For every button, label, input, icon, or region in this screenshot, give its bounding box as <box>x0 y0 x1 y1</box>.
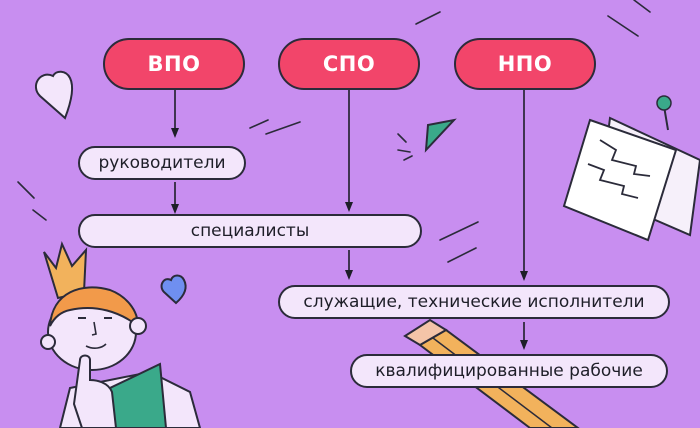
role-workers: квалифицированные рабочие <box>350 354 668 388</box>
pin-icon <box>656 95 672 131</box>
level-vpo: ВПО <box>103 38 245 90</box>
role-specialists: специалисты <box>78 214 422 248</box>
role-employees: служащие, технические исполнители <box>278 285 670 319</box>
child-character <box>40 240 202 428</box>
level-spo: СПО <box>278 38 420 90</box>
connectors <box>171 90 528 350</box>
heart-icon <box>160 274 187 305</box>
triangle-icon <box>424 118 457 153</box>
level-npo: НПО <box>454 38 596 90</box>
heart-icon <box>34 70 74 120</box>
role-managers: руководители <box>78 146 246 180</box>
decor-dashes <box>17 0 651 263</box>
paper-sheet-icon <box>562 116 700 242</box>
